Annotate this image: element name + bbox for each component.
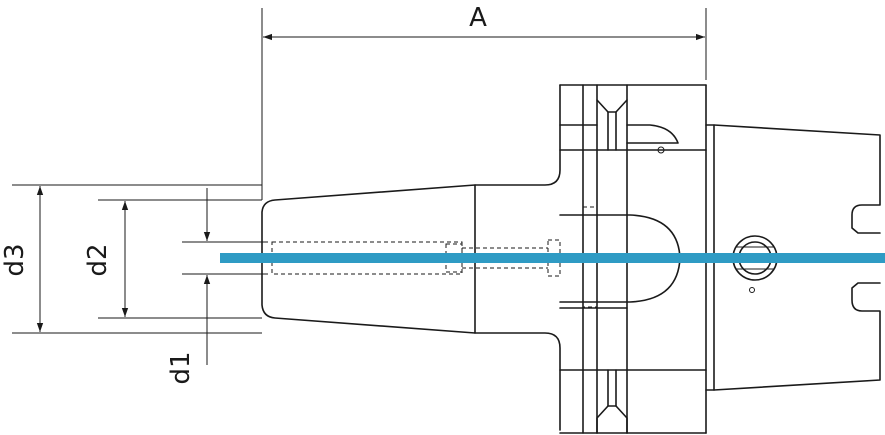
dimension-d1: d1 xyxy=(166,188,268,385)
label-d1: d1 xyxy=(166,351,196,384)
dimension-d3: d3 xyxy=(0,184,262,334)
dimension-a: A xyxy=(261,3,707,200)
tapered-nose xyxy=(261,84,561,431)
label-d3: d3 xyxy=(0,243,30,276)
label-a: A xyxy=(469,3,487,33)
dimension-d2: d2 xyxy=(83,199,262,319)
label-d2: d2 xyxy=(83,243,113,276)
